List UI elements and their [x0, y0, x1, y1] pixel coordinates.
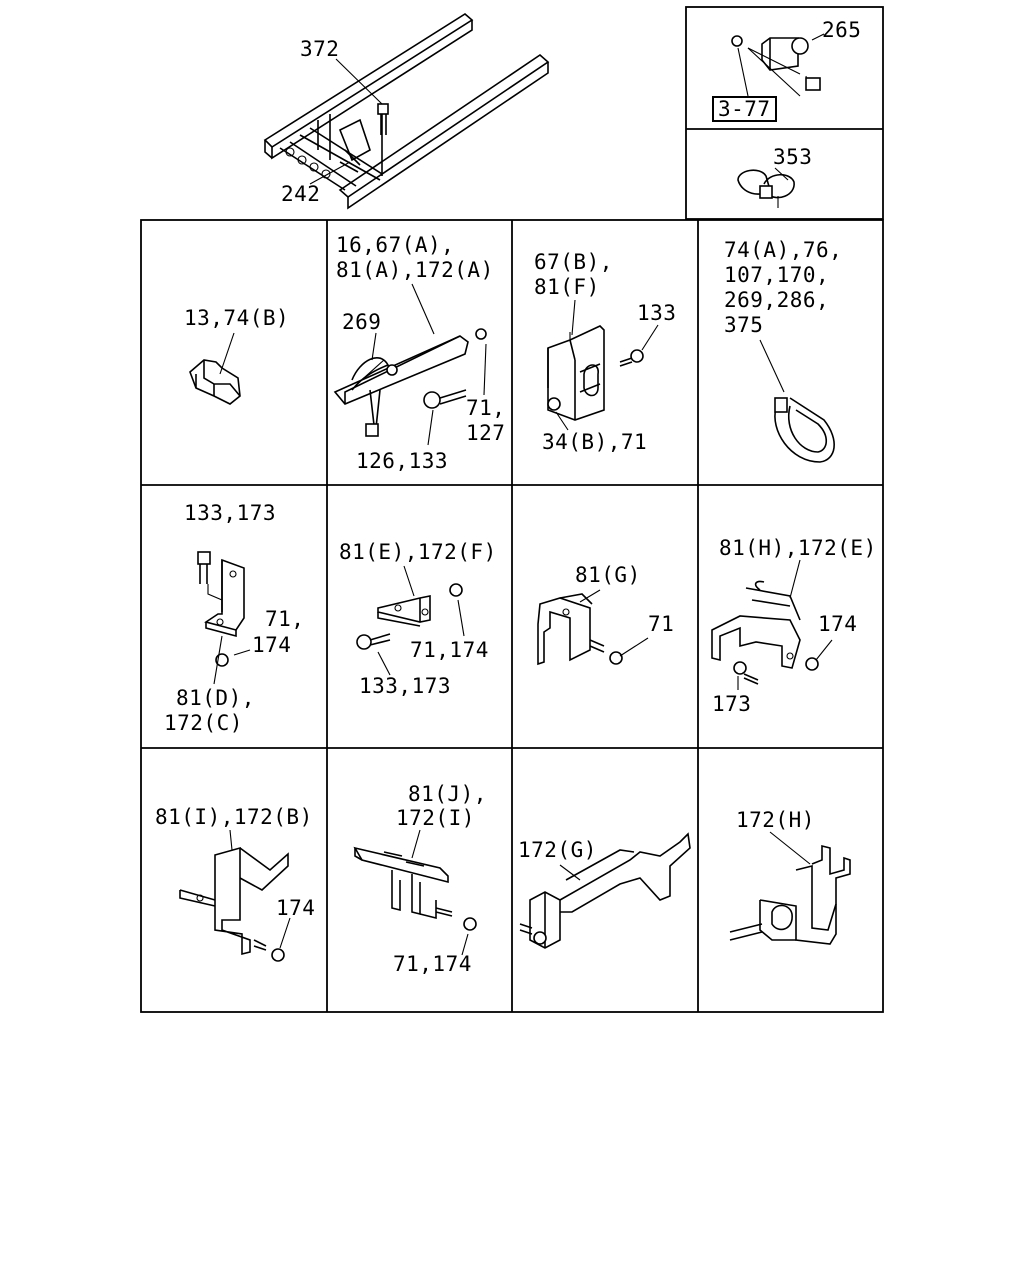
- cell12-drawing: [729, 831, 851, 945]
- cell2-drawing: [333, 283, 487, 446]
- callout-cell4-line4: 375: [724, 313, 764, 337]
- callout-cell4-line2: 107,170,: [724, 263, 830, 287]
- callout-cell4-line1: 74(A),76,: [724, 238, 843, 262]
- callout-372: 372: [300, 37, 340, 61]
- callout-cell6-top: 81(E),172(F): [339, 540, 497, 564]
- callout-cell5-71: 71,: [265, 607, 305, 631]
- callout-81d: 81(D),: [176, 686, 255, 710]
- callout-cell8-top: 81(H),172(E): [719, 536, 877, 560]
- cell4-drawing: [759, 339, 835, 463]
- cell5-drawing: [197, 551, 251, 685]
- callout-cell7-71: 71: [648, 612, 675, 636]
- cell10-drawing: [353, 829, 477, 956]
- callout-cell5-174: 174: [252, 633, 292, 657]
- callout-265: 265: [822, 18, 862, 42]
- callout-cell9-top: 81(I),172(B): [155, 805, 313, 829]
- grid-lines: [140, 6, 884, 1013]
- callout-353: 353: [773, 145, 813, 169]
- callout-269: 269: [342, 310, 382, 334]
- callout-cell8-173: 173: [712, 692, 752, 716]
- callout-172c: 172(C): [164, 711, 243, 735]
- callout-cell10-line1: 81(J),: [408, 782, 487, 806]
- cell9-drawing: [179, 829, 291, 962]
- callout-cell3-line1: 67(B),: [534, 250, 613, 274]
- callout-cell2-line2: 81(A),172(A): [336, 258, 494, 282]
- cell3-drawing: [547, 299, 659, 431]
- cell7-drawing: [537, 589, 649, 666]
- callout-cell6-133-173: 133,173: [359, 674, 452, 698]
- reference-3-77[interactable]: 3-77: [712, 96, 777, 122]
- callout-cell3-133: 133: [637, 301, 677, 325]
- callout-cell3-line2: 81(F): [534, 275, 600, 299]
- callout-242: 242: [281, 182, 321, 206]
- callout-cell10-line2: 172(I): [396, 806, 475, 830]
- callout-cell4-line3: 269,286,: [724, 288, 830, 312]
- cell11-drawing: [519, 832, 691, 949]
- callout-127: 127: [466, 421, 506, 445]
- cell8-drawing: [711, 559, 833, 690]
- callout-cell8-174: 174: [818, 612, 858, 636]
- callout-cell5-top: 133,173: [184, 501, 277, 525]
- cell6-drawing: [356, 565, 465, 676]
- callout-cell1: 13,74(B): [184, 306, 290, 330]
- callout-81g: 81(G): [575, 563, 641, 587]
- part-265-drawing: [731, 33, 825, 97]
- callout-cell2-71: 71,: [466, 396, 506, 420]
- callout-172h: 172(H): [736, 808, 815, 832]
- part-353-drawing: [737, 167, 795, 208]
- callout-cell10-71-174: 71,174: [393, 952, 472, 976]
- callout-cell6-71-174: 71,174: [410, 638, 489, 662]
- callout-126-133: 126,133: [356, 449, 449, 473]
- callout-172g: 172(G): [518, 838, 597, 862]
- callout-34b-71: 34(B),71: [542, 430, 648, 454]
- callout-cell2-line1: 16,67(A),: [336, 233, 455, 257]
- callout-cell9-174: 174: [276, 896, 316, 920]
- cell1-drawing: [189, 332, 241, 405]
- frame-rail-drawing: [263, 13, 550, 210]
